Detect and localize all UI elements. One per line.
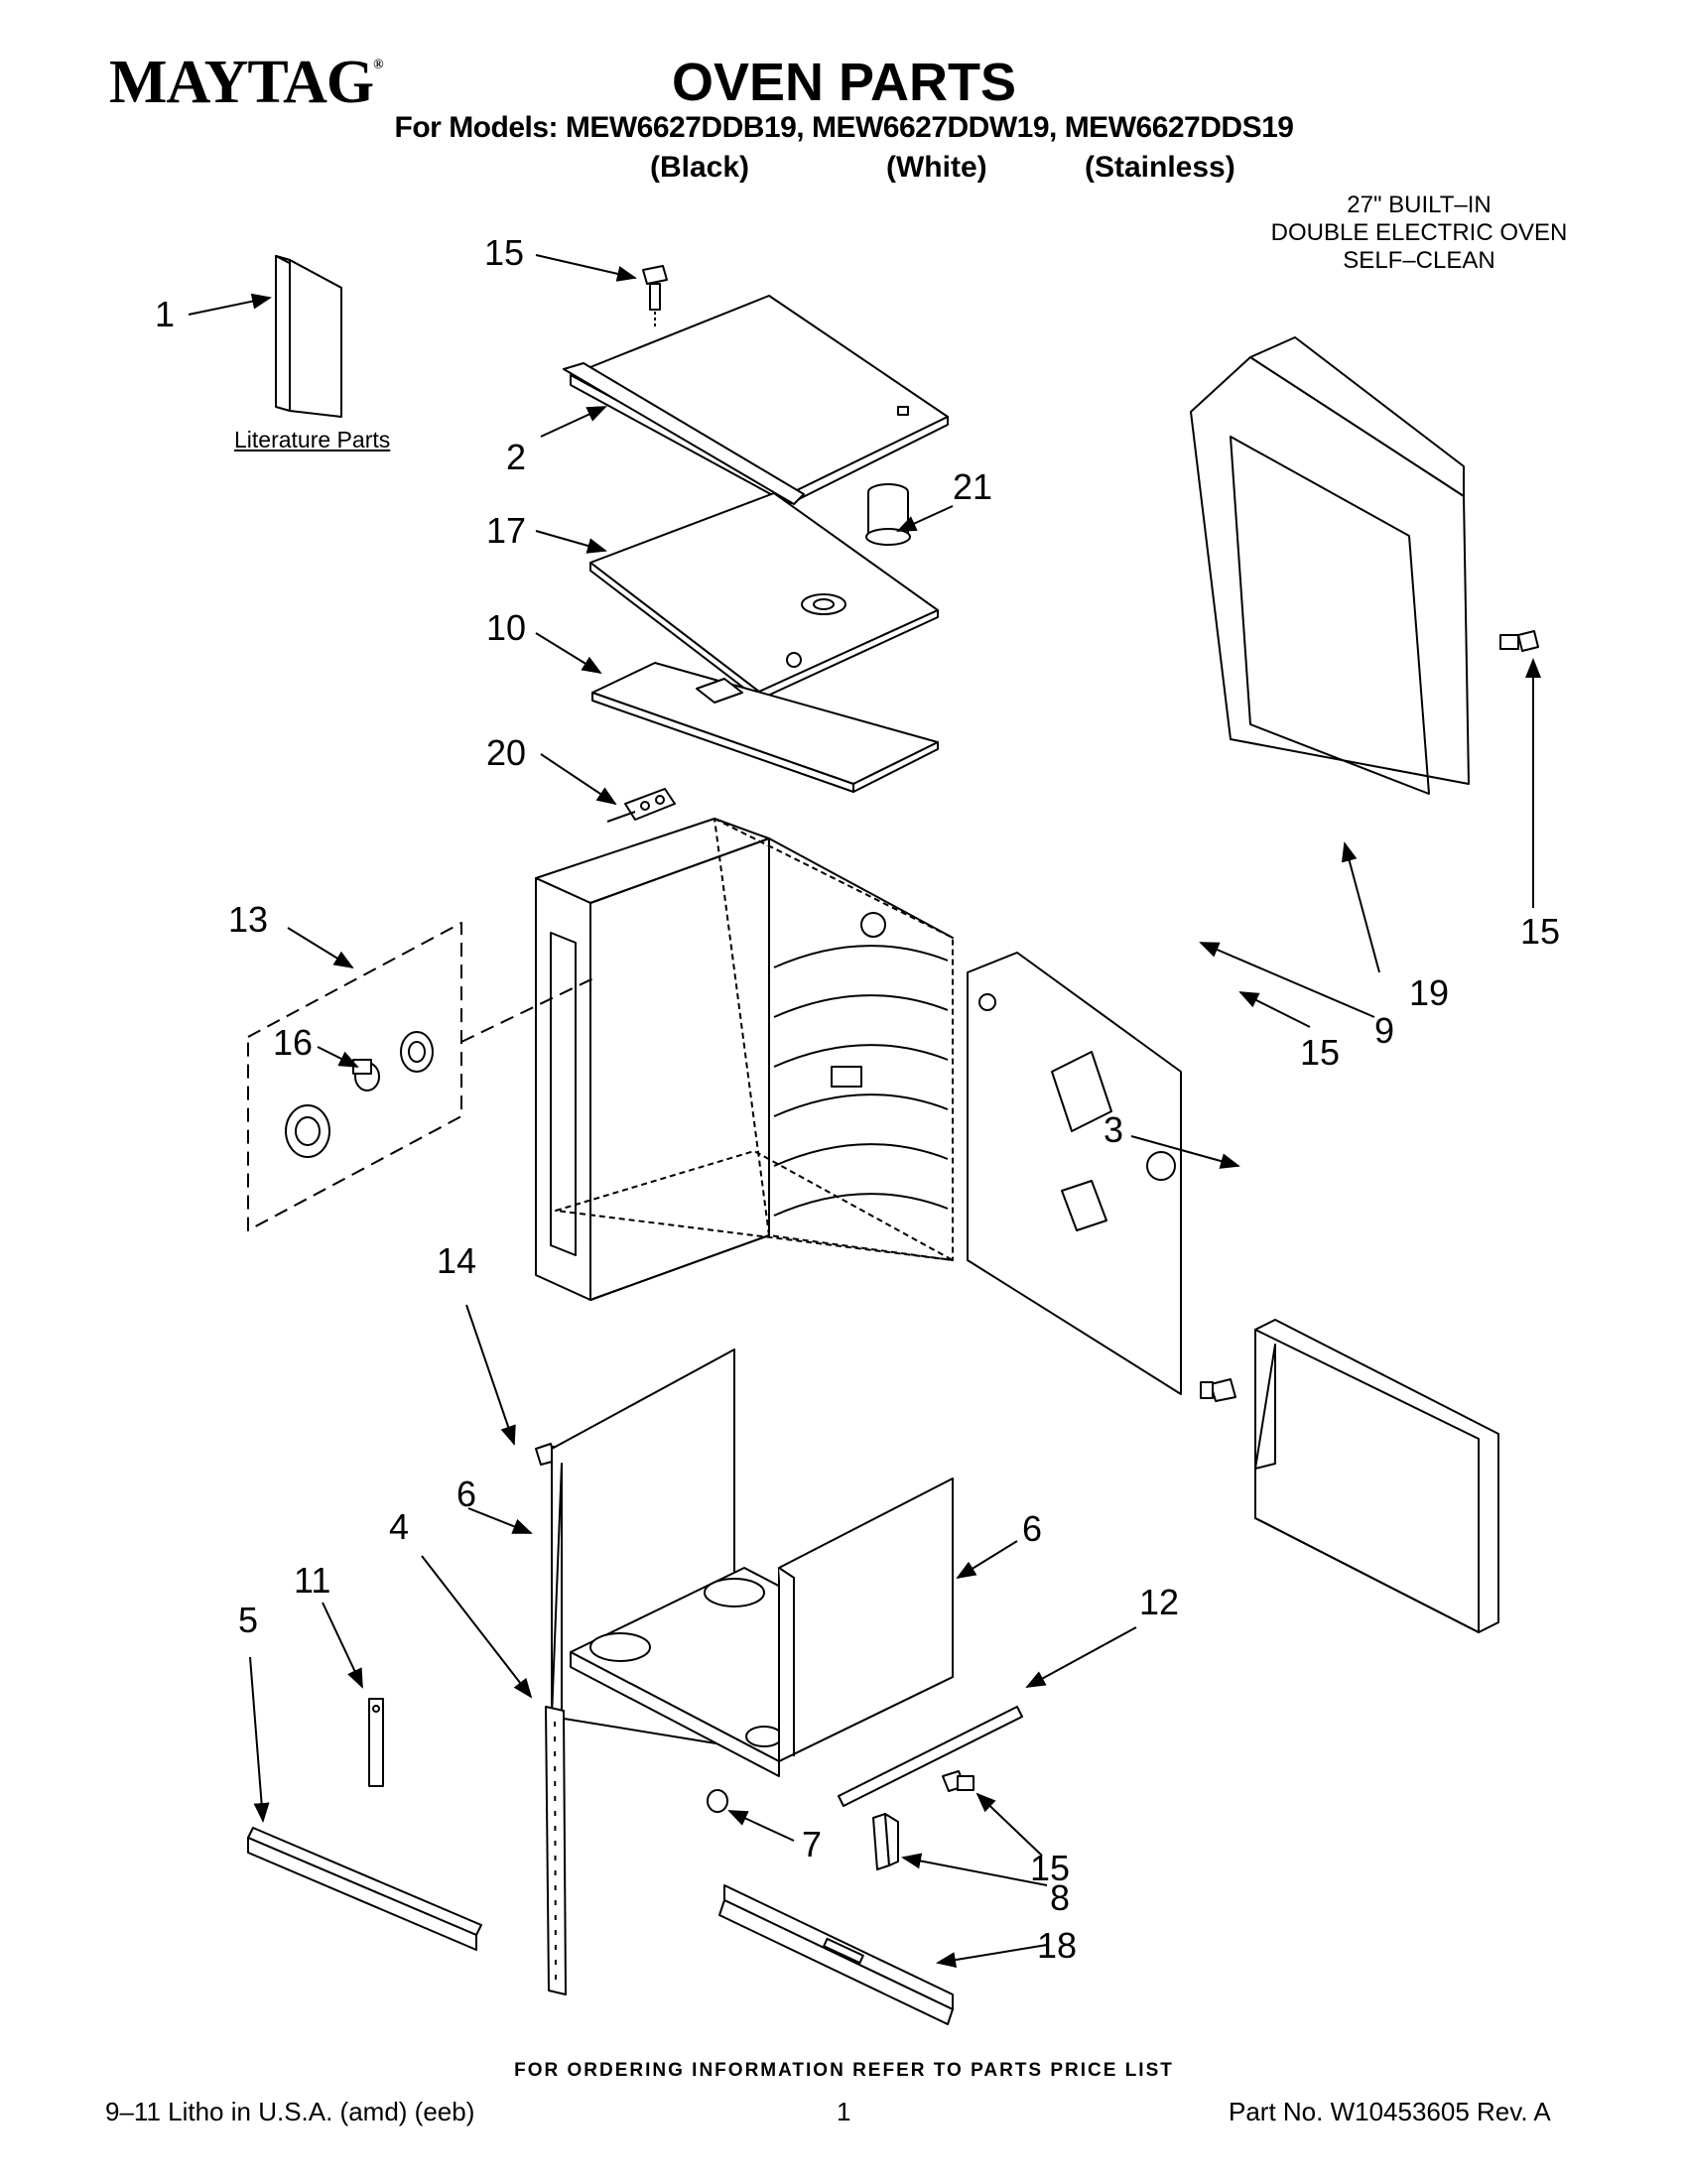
lower-plate-part — [591, 662, 939, 793]
small-bracket-part — [368, 1698, 384, 1787]
callout-4: 4 — [389, 1506, 410, 1547]
screw-bottom-part — [942, 1770, 974, 1792]
callout-9: 9 — [1374, 1010, 1395, 1051]
screw-top-part — [642, 265, 668, 327]
grommet-part — [707, 1789, 728, 1813]
callout-8: 8 — [1050, 1877, 1071, 1918]
callout-3: 3 — [1104, 1109, 1124, 1150]
literature-booklet-part — [275, 255, 342, 418]
callout-19: 19 — [1409, 972, 1450, 1013]
callout-15-top: 15 — [484, 232, 525, 273]
callout-16: 16 — [273, 1022, 314, 1063]
side-liner-right-part — [778, 1477, 954, 1762]
callout-7: 7 — [802, 1824, 823, 1864]
vent-tube-part — [865, 483, 911, 546]
side-panel-3-part — [1254, 1319, 1499, 1633]
callout-18: 18 — [1037, 1925, 1078, 1966]
light-assembly-group — [247, 922, 596, 1231]
callout-17: 17 — [486, 510, 527, 551]
page-title: OVEN PARTS — [671, 53, 1017, 112]
callout-14: 14 — [437, 1240, 477, 1281]
product-line-3: SELF–CLEAN — [1343, 247, 1495, 274]
callout-5: 5 — [238, 1600, 259, 1640]
door-switch-part — [872, 1813, 899, 1870]
callout-15-mid: 15 — [1300, 1032, 1341, 1073]
color-white: (White) — [886, 151, 987, 184]
callout-15-right: 15 — [1520, 911, 1561, 952]
color-stainless: (Stainless) — [1085, 151, 1235, 184]
callout-20: 20 — [486, 732, 527, 773]
front-trim-part — [247, 1827, 482, 1951]
vertical-rail-part — [545, 1706, 567, 1995]
color-black: (Black) — [650, 151, 750, 184]
product-line-2: DOUBLE ELECTRIC OVEN — [1270, 219, 1568, 246]
callout-11: 11 — [294, 1560, 331, 1601]
models-line: For Models: MEW6627DDB19, MEW6627DDW19, … — [394, 111, 1294, 144]
bottom-rail-part — [718, 1884, 954, 2025]
callout-21: 21 — [953, 466, 993, 507]
rail-12-part — [838, 1706, 1023, 1807]
top-panel-part — [563, 295, 949, 505]
callout-1: 1 — [155, 294, 176, 334]
litho-info: 9–11 Litho in U.S.A. (amd) (eeb) — [105, 2097, 475, 2126]
page-number: 1 — [837, 2097, 851, 2126]
callout-6-right: 6 — [1022, 1508, 1043, 1549]
part-number: Part No. W10453605 Rev. A — [1229, 2097, 1551, 2126]
literature-parts-label: Literature Parts — [234, 427, 391, 452]
callout-12: 12 — [1139, 1582, 1180, 1622]
brand-logo: MAYTAG® — [109, 49, 384, 116]
bracket-part — [606, 788, 676, 823]
callout-15-bottom: 15 — [1030, 1848, 1071, 1888]
ordering-note: FOR ORDERING INFORMATION REFER TO PARTS … — [514, 2060, 1174, 2081]
side-panel-part — [1190, 336, 1470, 795]
oven-frame-part — [535, 818, 954, 1301]
product-line-1: 27" BUILT–IN — [1347, 192, 1492, 218]
callout-10: 10 — [486, 607, 527, 648]
callout-6-left: 6 — [456, 1474, 477, 1514]
callout-13: 13 — [228, 899, 269, 940]
insulation-plate-part — [589, 492, 939, 701]
screw-right-part — [1499, 630, 1539, 652]
rear-panel-part — [967, 952, 1182, 1395]
callout-2: 2 — [506, 437, 527, 477]
lamp-socket-part — [285, 1031, 434, 1158]
screw-mid-part — [1200, 1378, 1236, 1402]
